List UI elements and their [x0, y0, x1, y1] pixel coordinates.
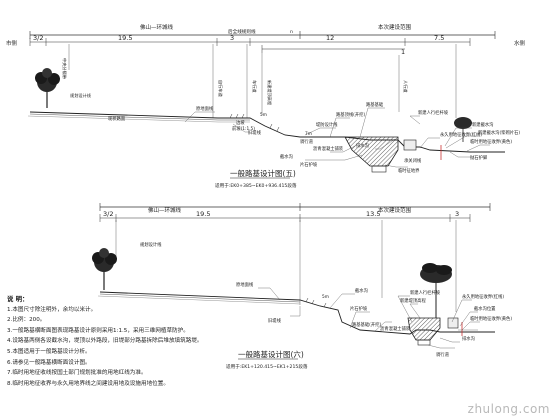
top-carriageway-label: 车行道: [251, 80, 258, 93]
top-label-front-slope: 前坡(1:1.5): [232, 125, 255, 132]
top-label-ditch: 截水沟: [280, 153, 293, 160]
bottom-label-old-dike: 旧堤线: [268, 317, 282, 324]
top-label-pitching: 片石护坡: [300, 161, 318, 168]
bottom-label-asphalt: 沥青混凝土铺装: [380, 325, 411, 332]
top-label-temp-boundary: 临时用地征收界(黄色): [470, 138, 512, 145]
note-item: 7.临时用地征收线按国土部门规划批准的用地红线为准。: [7, 370, 147, 377]
top-label-slope: 边坡: [236, 119, 245, 126]
top-sidewalk-label: 人行道: [402, 80, 409, 93]
top-median-label: 中央分隔带: [61, 58, 68, 79]
bottom-dim-13-5: 13.5: [366, 210, 380, 218]
top-dim-12: 12: [326, 34, 334, 42]
bottom-label-ride-path: 骑行道: [436, 351, 450, 358]
top-label-7m: 7m: [305, 131, 312, 137]
note-item: 3.一般路基横断面图表现路基设计原则采用1:1.5，采用三维网植草防护。: [7, 327, 189, 334]
top-section-title: 一般路基设计图(五): [230, 168, 296, 178]
bottom-dim-left-label: 佛山—环城线: [148, 206, 182, 214]
top-label-temp-land: 临时征地界: [398, 167, 420, 174]
bottom-label-drain: 排水沟: [462, 335, 475, 342]
top-label-ground: 原地面线: [196, 105, 214, 112]
top-label-5m: 5m: [260, 112, 267, 118]
note-item: 5.本图适用于一般路基设计分析。: [7, 348, 91, 355]
notes-block: 说 明： 1.本图尺寸除注明外，余均以米计。 2.比例：200。 3.一般路基横…: [7, 294, 317, 389]
top-dim-left-label: 佛山—环城线: [140, 23, 174, 31]
top-design-line-label: 规划设计线: [70, 92, 92, 99]
top-label-foundation-top: 路基顶线(开挖): [336, 111, 365, 118]
top-label-asphalt: 沥青混凝土铺装: [313, 145, 344, 152]
note-item: 6.请参见一般路基横断面设计图。: [7, 359, 91, 366]
bottom-label-railing: 新建人行栏杆坡: [410, 289, 441, 296]
top-label-railing: 新建人行栏杆坡: [418, 109, 449, 116]
bottom-label-ditch-position: 截水沟位置: [474, 305, 496, 312]
note-item: 1.本图尺寸除注明外，余均以米计。: [7, 306, 97, 313]
top-section-subtitle: 适用于:EK0+385~EK0+936.415段落: [215, 182, 297, 189]
watermark-text: zhulong.com: [467, 402, 550, 416]
note-item: 8.临时用地征收界与永久用地界线之间建设用地及设施用地位置。: [7, 380, 169, 387]
top-dim-1: 1: [401, 48, 405, 56]
bottom-label-temp-boundary: 临时用地征收界(黄色): [470, 315, 512, 322]
top-label-riprap: 抛石护脚: [470, 154, 487, 161]
notes-heading: 说 明：: [7, 295, 29, 303]
bottom-dim-right-label: 本次建设范围: [378, 206, 412, 214]
top-side-right: 水侧: [514, 39, 526, 47]
top-label-ride-path: 骑行道: [300, 138, 314, 145]
bottom-label-ditch: 截水沟: [355, 287, 368, 294]
top-dim-3-2: 3/2: [33, 34, 43, 42]
top-new-crest-label: 新建堤顶高程: [266, 80, 273, 106]
top-dim-mid-label: n: [290, 30, 293, 35]
note-item: 4.设路基两侧各设截水沟，堤顶以外路段，旧堤部分路基拆除后堆放填筑路堤。: [7, 338, 203, 345]
top-label-existing-road: 现状路面: [108, 115, 126, 122]
bottom-label-new-crest: 新建堤顶高程: [400, 297, 426, 304]
top-dim-3: 3: [230, 34, 234, 42]
tree-icon: [92, 248, 117, 290]
bottom-label-pitching: 片石护坡: [350, 305, 368, 312]
top-label-base: 路基基础: [366, 101, 383, 108]
bottom-label-5m: 5m: [322, 294, 329, 300]
bottom-dim-3-2: 3/2: [103, 210, 113, 218]
top-section: 佛山—环城线 后全线规则线 n 本次建设范围 3/2 19.5 3 12 1 7…: [6, 23, 526, 189]
top-label-drain: 排水沟: [356, 142, 369, 149]
top-label-permanent-boundary: 永久用地征收界(红线): [440, 131, 482, 138]
top-dim-leftmid-label: 后全线规则线: [228, 28, 256, 35]
note-item: 2.比例：200。: [7, 317, 46, 324]
top-bike-lane-label: 自行车道: [217, 80, 224, 98]
bottom-section-subtitle: 适用于:EK1+120.415~EK1+215段落: [226, 363, 308, 370]
bottom-label-permanent-boundary: 永久用地征收界(红线): [462, 293, 504, 300]
small-tree-icon: [454, 117, 472, 142]
bottom-section-title: 一般路基设计图(六): [238, 349, 304, 359]
top-dim-right-label: 本次建设范围: [378, 23, 412, 31]
tree-icon: [35, 68, 60, 108]
bottom-design-line-label: 规划设计线: [140, 241, 162, 248]
bottom-label-ground: 原地面线: [236, 281, 254, 288]
top-label-cutoff: 新建截水沟: [472, 121, 493, 128]
top-label-dike-design: 堤防设计线: [316, 121, 338, 128]
watermark: zhulong.com: [468, 402, 550, 416]
bottom-label-foundation: 路基基础(开挖): [352, 321, 381, 328]
top-label-cutoff-stone: 新建截水沟(浆砌片石): [478, 129, 520, 136]
top-label-new-ditch: 承关闭线: [404, 157, 422, 164]
top-dim-7-5: 7.5: [434, 34, 444, 42]
bottom-section: 佛山—环城线 本次建设范围 3/2 19.5 13.5 3 规划设计线: [92, 203, 512, 370]
top-dim-19-5: 19.5: [118, 34, 132, 42]
large-tree-icon: [420, 263, 452, 318]
bottom-dim-3: 3: [455, 210, 459, 218]
top-label-old-dike: 旧堤线: [248, 129, 262, 136]
top-side-left: 市侧: [6, 39, 18, 47]
bottom-dim-19-5: 19.5: [196, 210, 210, 218]
